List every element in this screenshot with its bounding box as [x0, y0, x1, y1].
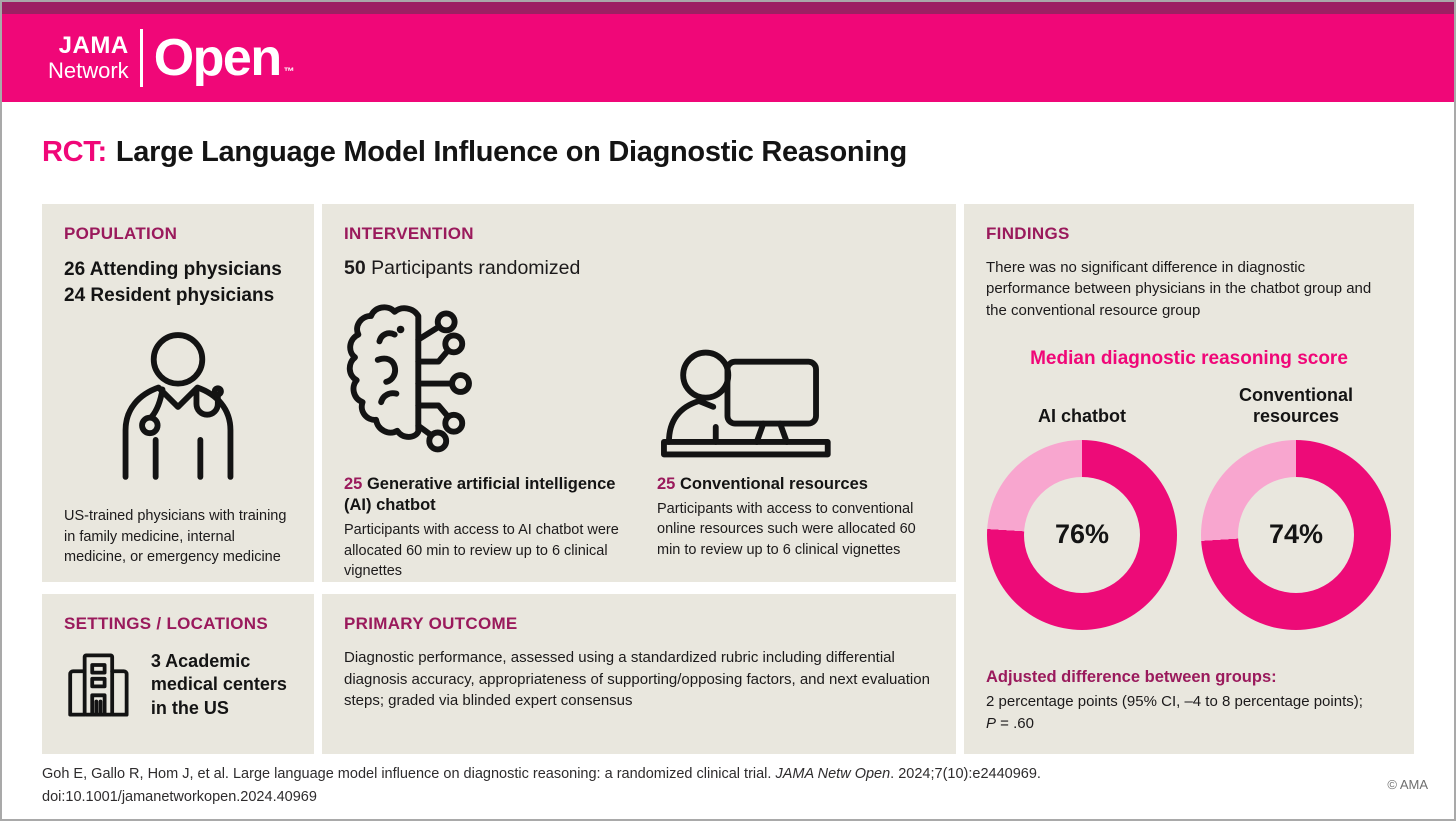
- chart-title: Median diagnostic reasoning score: [1030, 347, 1348, 369]
- donut-charts: AI chatbot 76% Conventional resources 74…: [986, 376, 1392, 630]
- physician-icon: [122, 332, 234, 481]
- donut-label-conventional: Conventional resources: [1238, 384, 1353, 427]
- arm-conventional-description: Participants with access to conventional…: [657, 501, 916, 558]
- copyright-notice: © AMA: [1387, 777, 1428, 792]
- citation-footer: Goh E, Gallo R, Hom J, et al. Large lang…: [42, 763, 1152, 809]
- p-value: = .60: [996, 714, 1034, 732]
- logo-jama-text: JAMA: [58, 31, 129, 59]
- settings-heading: SETTINGS / LOCATIONS: [64, 614, 269, 633]
- arm-conventional-count: 25: [657, 475, 676, 493]
- participants-label: Participants randomized: [371, 257, 581, 279]
- study-type-tag: RCT:: [42, 136, 107, 168]
- computer-user-icon-wrap: [657, 286, 934, 462]
- donut-chart-ai: 76%: [987, 439, 1177, 630]
- donut-column-conventional: Conventional resources 74%: [1200, 376, 1392, 630]
- primary-outcome-text: Diagnostic performance, assessed using a…: [344, 649, 930, 710]
- citation-line: Goh E, Gallo R, Hom J, et al. Large lang…: [42, 766, 1041, 782]
- participants-count: 50: [344, 257, 366, 279]
- primary-outcome-panel: PRIMARY OUTCOME Diagnostic performance, …: [322, 594, 956, 754]
- arm-ai-count: 25: [344, 475, 363, 493]
- donut-value-conventional: 74%: [1268, 519, 1324, 550]
- population-heading: POPULATION: [64, 224, 178, 243]
- intervention-heading: INTERVENTION: [344, 224, 474, 243]
- population-panel: POPULATION 26 Attending physicians 24 Re…: [42, 204, 314, 582]
- computer-user-icon: [661, 349, 831, 458]
- logo-stack: JAMA Network: [48, 31, 129, 84]
- physician-icon-wrap: [64, 322, 292, 493]
- arm-ai-chatbot: 25 Generative artificial intelligence (A…: [344, 286, 621, 581]
- p-value-label: P: [986, 714, 997, 732]
- ai-brain-circuit-icon: [346, 304, 472, 453]
- findings-panel: FINDINGS There was no significant differ…: [964, 204, 1414, 754]
- adjusted-difference-text: 2 percentage points (95% CI, –4 to 8 per…: [986, 692, 1363, 732]
- arm-conventional-title: 25 Conventional resources: [657, 475, 868, 493]
- arm-ai-title: 25 Generative artificial intelligence (A…: [344, 475, 616, 515]
- hospital-building-icon: [68, 653, 129, 717]
- trademark-symbol: ™: [283, 66, 295, 78]
- donut-column-ai: AI chatbot 76%: [986, 376, 1178, 630]
- settings-text: 3 Academic medical centers in the US: [150, 650, 287, 718]
- settings-content: 3 Academic medical centers in the US: [64, 647, 292, 723]
- doi-line: doi:10.1001/jamanetworkopen.2024.40969: [42, 788, 317, 805]
- adjusted-difference-block: Adjusted difference between groups: 2 pe…: [986, 668, 1392, 735]
- settings-panel: SETTINGS / LOCATIONS 3 Academic medical …: [42, 594, 314, 754]
- adjusted-difference-heading: Adjusted difference between groups:: [986, 667, 1277, 686]
- population-count-resident: 24 Resident physicians: [64, 284, 275, 306]
- donut-chart-conventional: 74%: [1201, 439, 1391, 630]
- donut-value-ai: 76%: [1054, 519, 1110, 550]
- arm-ai-description: Participants with access to AI chatbot w…: [344, 522, 619, 579]
- ai-brain-icon-wrap: [344, 286, 621, 462]
- journal-name: JAMA Netw Open: [775, 766, 891, 782]
- primary-outcome-heading: PRIMARY OUTCOME: [344, 614, 518, 633]
- page-title-text: Large Language Model Influence on Diagno…: [115, 136, 907, 168]
- donut-label-ai: AI chatbot: [1038, 406, 1126, 427]
- page-title: RCT:Large Language Model Influence on Di…: [42, 136, 907, 169]
- logo-divider: [139, 29, 143, 87]
- header-accent-strip: [2, 2, 1454, 14]
- participants-randomized: 50 Participants randomized: [344, 257, 934, 280]
- findings-summary: There was no significant difference in d…: [986, 259, 1372, 319]
- logo-network-text: Network: [48, 58, 129, 84]
- arm-conventional: 25 Conventional resources Participants w…: [657, 286, 934, 581]
- population-count-attending: 26 Attending physicians: [64, 259, 282, 280]
- findings-heading: FINDINGS: [986, 224, 1070, 243]
- population-note: US-trained physicians with training in f…: [64, 508, 287, 565]
- intervention-panel: INTERVENTION 50 Participants randomized: [322, 204, 956, 582]
- intervention-arms: 25 Generative artificial intelligence (A…: [344, 286, 934, 581]
